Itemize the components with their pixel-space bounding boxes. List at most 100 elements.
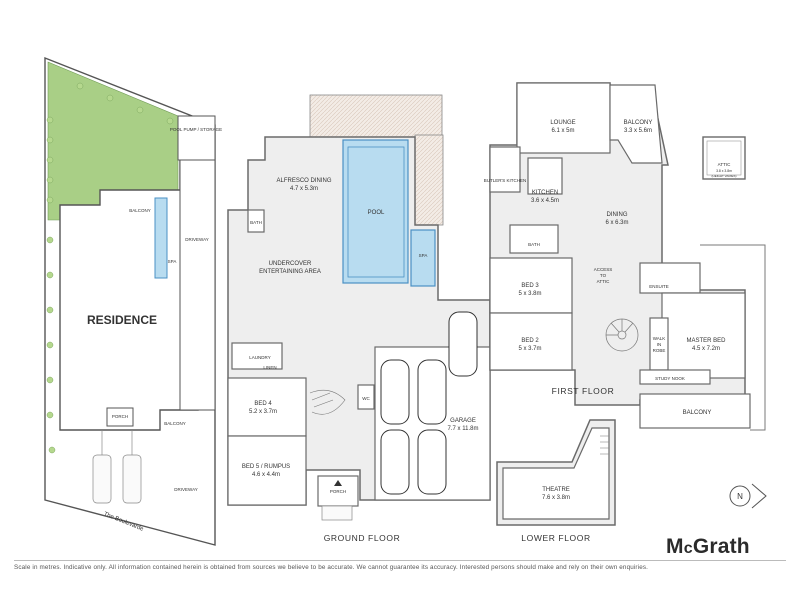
alfresco-label: ALFRESCO DINING [276, 178, 331, 184]
ff-butlers [489, 146, 521, 193]
footer-rule [14, 560, 786, 561]
ff-balcony-bottom [639, 393, 751, 429]
ff-outer-terrace [700, 244, 766, 431]
paving [92, 430, 142, 504]
attic-access-line1: ACCESS [594, 267, 613, 272]
bed5-size: 4.6 x 4.4m [252, 472, 280, 478]
gf-porch-steps [321, 505, 353, 521]
site-spa [154, 197, 168, 279]
lf-theatre [502, 427, 610, 520]
ff-study [639, 369, 711, 385]
kitchen-label: KITCHEN [532, 190, 558, 196]
kitchen-size: 3.6 x 4.5m [531, 198, 559, 204]
logo-small-c: c [683, 540, 693, 557]
mcgrath-logo: McGrath [666, 535, 750, 559]
master-label: MASTER BED [686, 338, 726, 344]
undercover-line1: UNDERCOVER [269, 261, 312, 267]
robe-line3: ROBE [653, 348, 666, 353]
ensuite-label: ENSUITE [649, 284, 669, 289]
driveway-top [179, 159, 216, 411]
ff-balcony-top-size: 3.3 x 5.6m [624, 128, 652, 134]
lounge-label: LOUNGE [550, 120, 575, 126]
logo-prefix: M [666, 535, 684, 558]
garage-size: 7.7 x 11.8m [448, 426, 479, 432]
gf-spa-label: SPA [419, 253, 428, 258]
lower-floor-title: LOWER FLOOR [521, 533, 590, 543]
robe-line1: WALK [653, 336, 666, 341]
bed2-size: 5 x 3.7m [518, 346, 541, 352]
ff-bed2 [489, 312, 573, 371]
tree-row [46, 82, 174, 454]
laundry-label: LAUNDRY [249, 355, 270, 360]
site-porch-label: PORCH [112, 414, 128, 419]
north-compass-icon: N [729, 483, 767, 509]
dining-label: DINING [607, 212, 628, 218]
site-balcony-label: BALCONY [129, 208, 151, 213]
attic-inner [706, 140, 742, 176]
ff-bath [509, 224, 559, 254]
gf-cars [380, 311, 478, 495]
bed2-label: BED 2 [521, 338, 539, 344]
pool-pump-box [177, 115, 216, 161]
gf-bath-room [247, 209, 265, 233]
gf-spa [410, 229, 436, 287]
gf-deck-side [414, 134, 444, 226]
attic-size: 3.8 x 3.8m [716, 169, 732, 173]
ground-floor-plan: ALFRESCO DINING 4.7 x 5.3m POOL SPA BATH… [227, 94, 491, 543]
first-floor-title: FIRST FLOOR [552, 386, 615, 396]
pool-label: POOL [368, 210, 385, 216]
ff-spiral-stair [605, 318, 639, 352]
bed4-label: BED 4 [254, 401, 272, 407]
site-balcony-small-label: BALCONY [164, 421, 186, 426]
driveway-bottom-label: DRIVEWAY [174, 487, 198, 492]
study-nook-label: STUDY NOOK [655, 376, 685, 381]
lower-floor-plan: THEATRE 7.6 x 3.8m LOWER FLOOR [496, 419, 616, 543]
robe-line2: IN [657, 342, 662, 347]
alfresco-size: 4.7 x 5.3m [290, 186, 318, 192]
gf-stairs [309, 389, 346, 415]
residence-label: RESIDENCE [87, 313, 157, 327]
bed5-label: BED 5 / RUMPUS [242, 464, 290, 470]
first-floor-plan: LOUNGE 6.1 x 5m BALCONY 3.3 x 5.6m BUTLE… [484, 82, 766, 431]
site-plan: RESIDENCE POOL PUMP / STORAGE BALCONY SP… [44, 56, 222, 546]
gf-bed4-room [227, 377, 307, 437]
garage-label: GARAGE [450, 418, 476, 424]
master-size: 4.5 x 7.2m [692, 346, 720, 352]
logo-rest: Grath [692, 535, 750, 558]
attic-label: ATTIC [718, 162, 731, 167]
gf-porch-label: PORCH [330, 489, 346, 494]
attic-note: (HEIGHT VARIES) [712, 174, 737, 178]
ff-balcony-bottom-label: BALCONY [683, 410, 712, 416]
pool-pump-label: POOL PUMP / STORAGE [170, 127, 222, 132]
ff-balcony-top [609, 84, 663, 164]
ff-kitchen-island [527, 157, 563, 195]
lf-stairs [600, 435, 609, 455]
linen-label: LINEN [263, 365, 276, 370]
ff-master [661, 292, 746, 379]
theatre-size: 7.6 x 3.8m [542, 495, 570, 501]
lounge-size: 6.1 x 5m [551, 128, 574, 134]
site-spa-label: SPA [168, 259, 177, 264]
undercover-line2: ENTERTAINING AREA [259, 269, 321, 275]
wc-label: WC [362, 396, 370, 401]
gf-porch-room [317, 475, 359, 507]
porch-box [106, 407, 134, 427]
attic-access-line3: ATTIC [597, 279, 610, 284]
gf-laundry-room [231, 342, 283, 370]
gf-pool-inner [347, 146, 405, 278]
theatre-label: THEATRE [542, 487, 570, 493]
bed4-size: 5.2 x 3.7m [249, 409, 277, 415]
gf-wc-room [357, 384, 375, 410]
butlers-label: BUTLER'S KITCHEN [484, 178, 527, 183]
compass-letter: N [737, 492, 743, 501]
gf-deck [309, 94, 443, 138]
dining-size: 6 x 6.3m [605, 220, 628, 226]
attic-access-line2: TO [600, 273, 607, 278]
ff-bed3 [489, 257, 573, 314]
ground-floor-title: GROUND FLOOR [324, 533, 401, 543]
gf-pool [342, 139, 409, 284]
disclaimer-text: Scale in metres. Indicative only. All in… [14, 564, 649, 571]
driveway-top-label: DRIVEWAY [185, 237, 209, 242]
ff-bath-label: BATH [528, 242, 540, 247]
